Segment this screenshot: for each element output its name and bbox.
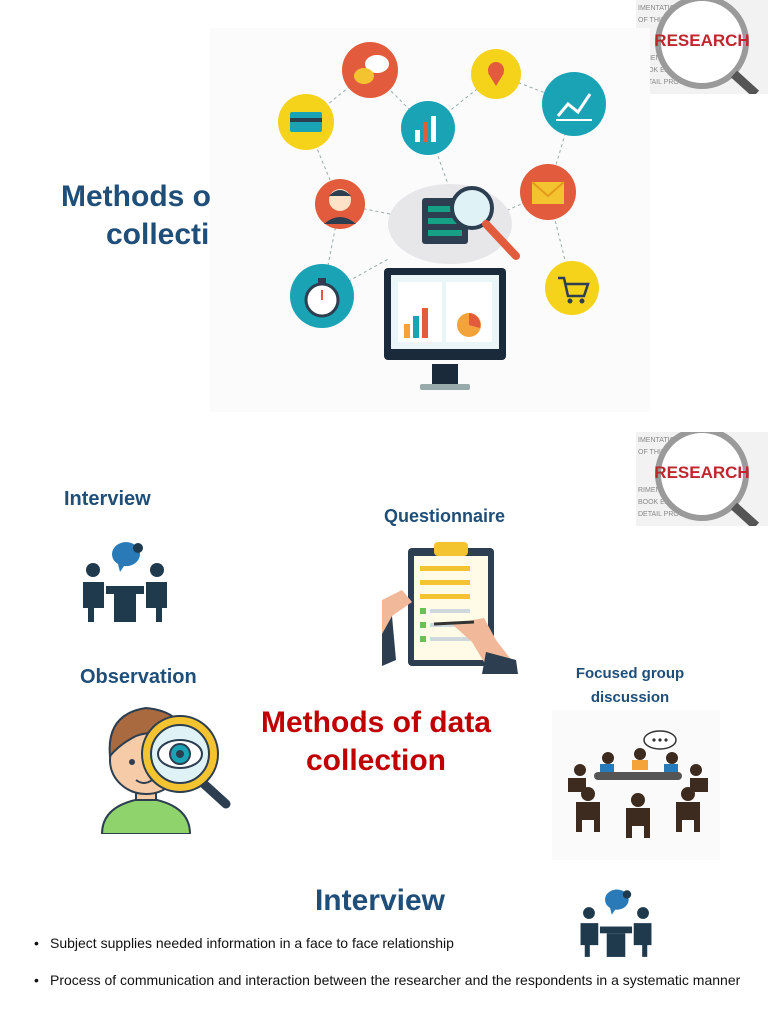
bullet-item: Subject supplies needed information in a…	[30, 934, 746, 953]
slide-methods-overview: Methods of data collection IMENTATION EX…	[0, 0, 768, 432]
shopping-cart-icon	[545, 261, 599, 315]
user-avatar-icon	[315, 179, 365, 229]
interview-icon	[80, 538, 170, 628]
research-badge-image: IMENTATION EXAMINEOF THINK SCAN EXP RIME…	[636, 427, 768, 530]
method-label-observation: Observation	[80, 666, 197, 688]
badge-text: RESEARCH	[654, 463, 749, 482]
bar-chart-icon	[401, 101, 455, 155]
research-badge-image: IMENTATION EXAMINEOF THINK SCAN EXP RIME…	[636, 0, 768, 98]
focused-group-line1: Focused group	[575, 665, 685, 682]
focused-group-line2: discussion	[590, 689, 670, 706]
data-network-illustration	[210, 28, 650, 412]
badge-text: RESEARCH	[654, 31, 749, 50]
interview-bullet-list: Subject supplies needed information in a…	[30, 934, 746, 1008]
credit-card-icon	[278, 94, 334, 150]
questionnaire-clipboard-image	[382, 540, 518, 674]
location-pin-icon	[471, 49, 521, 99]
method-label-interview: Interview	[64, 488, 151, 510]
chat-icon	[342, 42, 398, 98]
slide3-title: Interview	[314, 884, 446, 917]
line-chart-icon	[542, 72, 606, 136]
bullet-item: Process of communication and interaction…	[30, 971, 746, 990]
slide2-center-title: Methods of data collection	[261, 706, 491, 777]
observation-magnifier-image	[96, 700, 232, 835]
stopwatch-icon	[290, 264, 354, 328]
method-label-questionnaire: Questionnaire	[384, 506, 506, 526]
focused-group-image	[552, 710, 720, 860]
method-label-focused-group: Focused group discussion	[560, 662, 700, 710]
mail-icon	[520, 164, 576, 220]
